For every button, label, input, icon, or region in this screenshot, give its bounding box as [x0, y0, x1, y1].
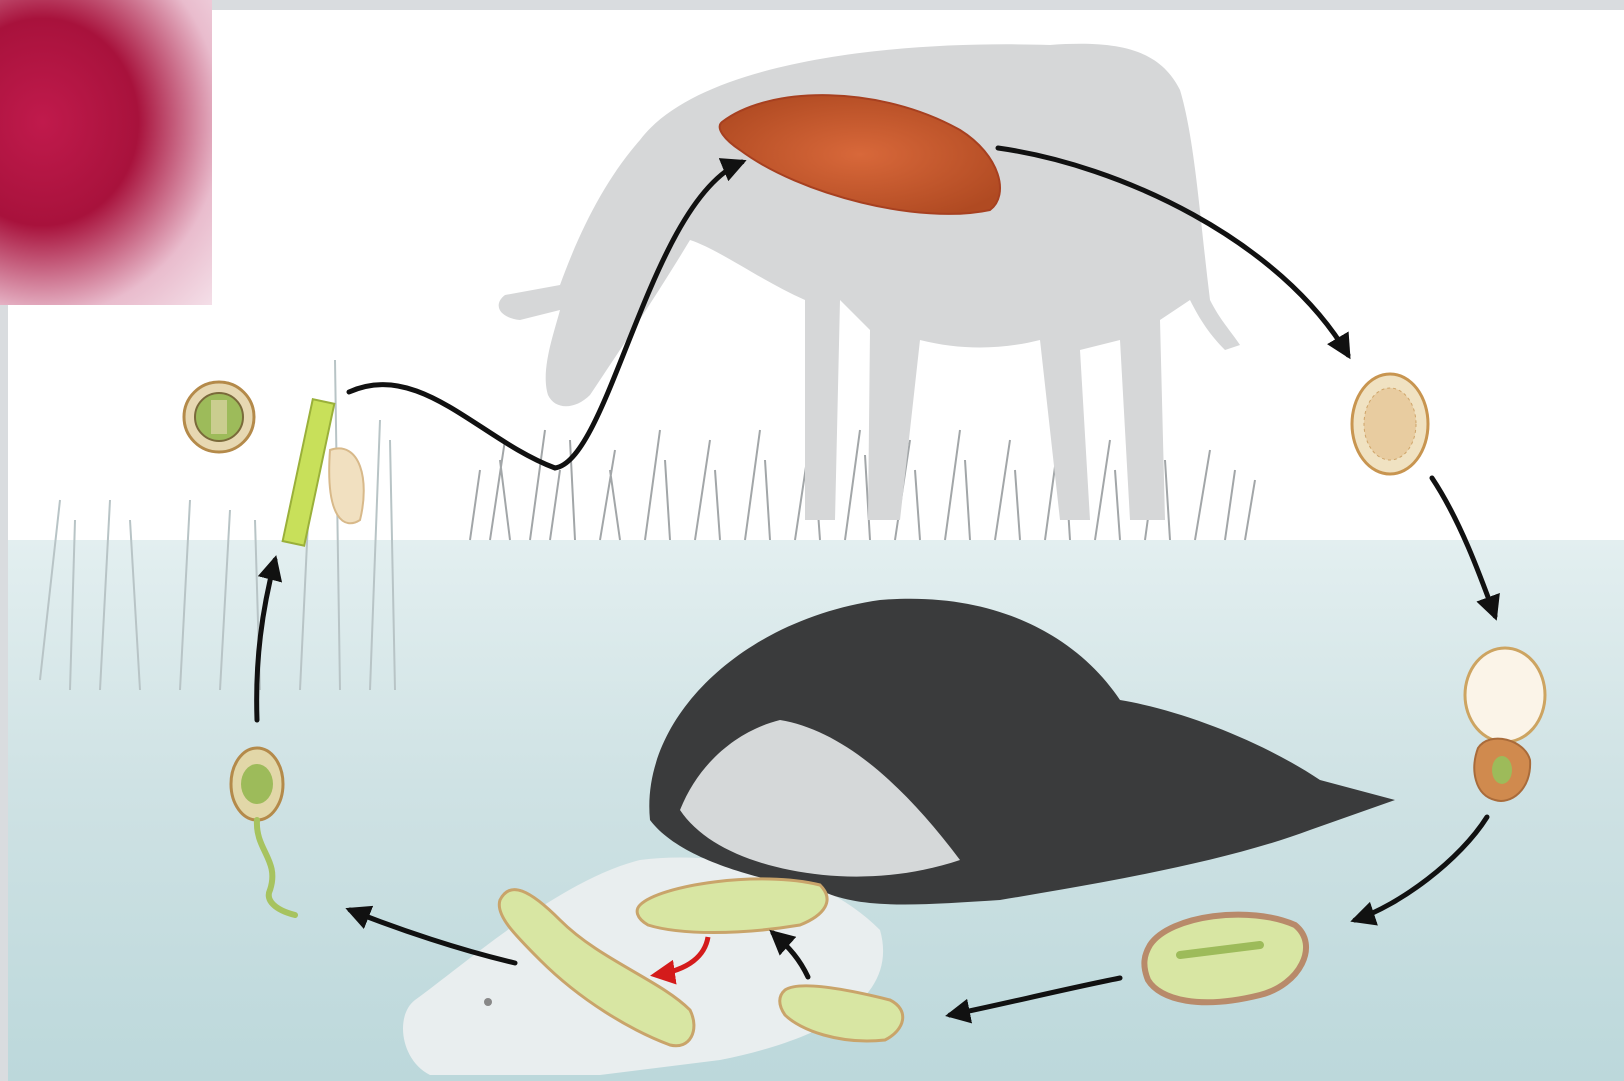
fluke-photo [0, 0, 212, 305]
snail-host [403, 599, 1395, 1075]
cercaria-icon [231, 748, 295, 915]
miracidium-icon [1465, 648, 1545, 801]
arrow-egg-to-miracidium [1432, 478, 1495, 616]
egg-icon [1352, 374, 1428, 474]
metacercaria-icon [184, 382, 254, 452]
arrow-sporocyst-to-redia [950, 978, 1120, 1015]
arrow-redia-to-cercaria [350, 910, 515, 963]
metacercaria-on-plant-icon [283, 399, 364, 545]
sporocyst-icon [1144, 915, 1306, 1003]
arrow-miracidium-to-sporocyst [1355, 817, 1487, 920]
arrow-cercaria-to-plant [257, 560, 275, 720]
